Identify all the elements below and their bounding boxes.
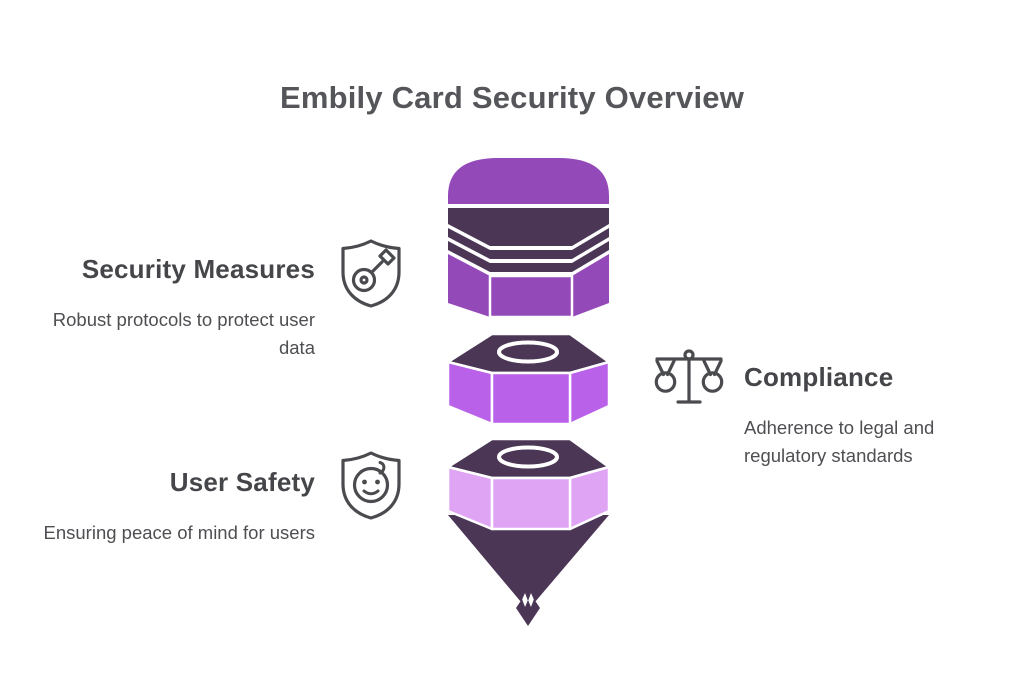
section-security-measures: Security Measures Robust protocols to pr… <box>30 254 315 361</box>
section-user-safety: User Safety Ensuring peace of mind for u… <box>30 467 315 547</box>
section-title: Security Measures <box>81 254 315 284</box>
section-description: Adherence to legal and regulatory standa… <box>744 417 935 466</box>
funnel-segment-tip-cone <box>448 515 609 626</box>
funnel-segment-eraser-cap <box>448 158 609 319</box>
section-description: Robust protocols to protect user data <box>52 309 315 358</box>
section-compliance: Compliance Adherence to legal and regula… <box>744 362 994 469</box>
page-title: Embily Card Security Overview <box>279 80 745 115</box>
section-description: Ensuring peace of mind for users <box>43 522 315 543</box>
section-title: User Safety <box>169 467 315 497</box>
funnel-segment-upper-hex <box>446 332 611 426</box>
shield-key-icon <box>336 236 406 315</box>
section-title: Compliance <box>744 362 894 392</box>
shield-face-icon <box>336 448 406 527</box>
pencil-funnel-graphic <box>420 140 640 645</box>
funnel-segment-lower-hex <box>446 437 611 531</box>
scales-icon <box>650 345 728 418</box>
